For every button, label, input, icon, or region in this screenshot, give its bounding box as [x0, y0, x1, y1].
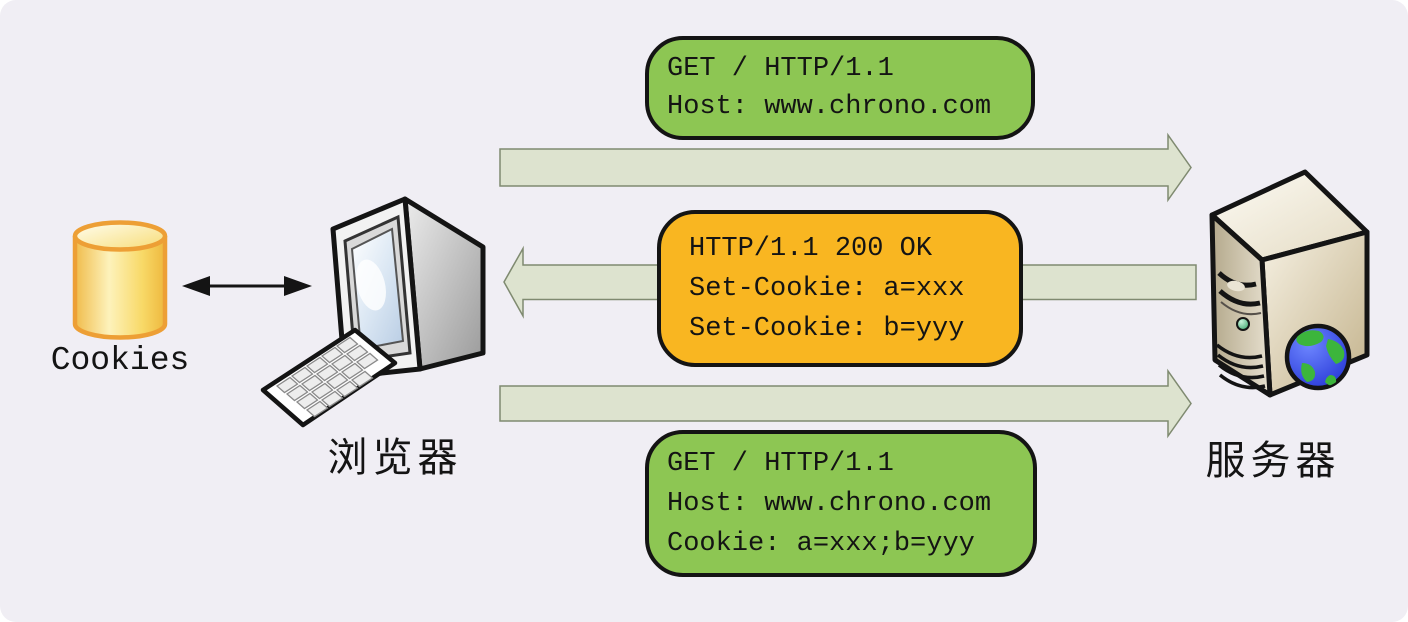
message-line: Host: www.chrono.com	[667, 488, 992, 519]
request-message-box-1: GET / HTTP/1.1 Host: www.chrono.com	[645, 36, 1035, 140]
monitor-icon	[330, 196, 486, 380]
server-label: 服务器	[1205, 438, 1341, 483]
message-line: Set-Cookie: a=xxx	[689, 273, 965, 304]
browser-computer-icon	[260, 196, 486, 428]
message-line: HTTP/1.1 200 OK	[689, 233, 933, 264]
keyboard-icon	[260, 327, 398, 428]
server-tower-icon	[1209, 169, 1370, 398]
request-arrow-bottom	[499, 368, 1192, 439]
cookies-database-icon	[72, 220, 168, 340]
message-line: Host: www.chrono.com	[667, 92, 992, 122]
request-message-box-2: GET / HTTP/1.1 Host: www.chrono.com Cook…	[645, 430, 1037, 577]
cookies-browser-sync-arrow	[182, 276, 312, 296]
request-arrow-top	[499, 132, 1192, 203]
message-line: GET / HTTP/1.1	[667, 54, 894, 84]
response-message-box: HTTP/1.1 200 OK Set-Cookie: a=xxx Set-Co…	[657, 210, 1023, 367]
globe-icon	[1284, 323, 1352, 391]
message-line: Set-Cookie: b=yyy	[689, 313, 965, 344]
message-line: GET / HTTP/1.1	[667, 448, 894, 479]
cookies-label: Cookies	[50, 342, 190, 379]
browser-label: 浏览器	[327, 435, 463, 480]
vent-lines	[1215, 343, 1266, 390]
power-led	[1236, 317, 1250, 331]
message-line: Cookie: a=xxx;b=yyy	[667, 528, 975, 559]
